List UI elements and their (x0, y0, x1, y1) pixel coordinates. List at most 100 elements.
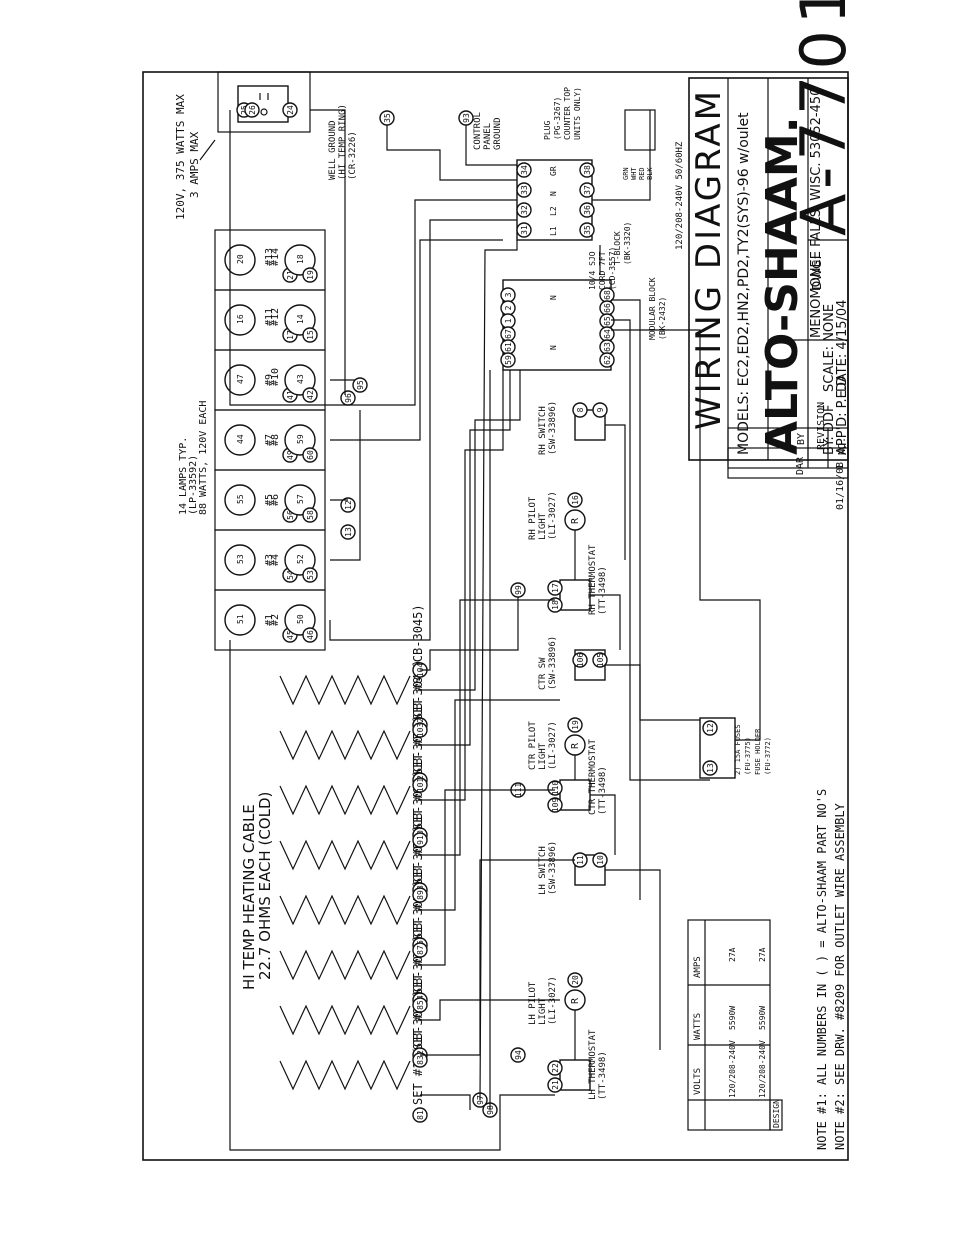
terminal-number: 45 (286, 630, 295, 640)
terminal-number: 13 (706, 763, 715, 773)
t-block-line-label: L2 (549, 206, 558, 216)
lh-switch-label-line-1: (SW-33896) (548, 841, 558, 895)
lamp-bulb (224, 304, 256, 336)
terminal-circle (547, 797, 563, 813)
terminal-circle (547, 580, 563, 596)
lamp-bulb (284, 604, 316, 636)
wire (590, 794, 616, 855)
lamp-terminal-a: 50 (296, 614, 305, 624)
terminal-circle (702, 720, 718, 736)
terminal-number: 106 (576, 653, 585, 668)
modular-top-terminal: 59 (500, 352, 516, 368)
lamp-terminal-b: 53 (302, 567, 318, 583)
wire (229, 110, 517, 406)
cord-label-line-1: CORD 7FT (598, 251, 607, 290)
heating-terminal-a: 91 (412, 832, 428, 848)
heating-terminal-a: 103 (412, 722, 428, 738)
fuse-terminal: 13 (702, 760, 718, 776)
heating-set-label: SET #8 (CB-3045) (411, 604, 425, 720)
wire (479, 240, 518, 1101)
wire (465, 125, 517, 166)
terminal-circle (244, 102, 260, 118)
spec-amps-0: 27A (728, 947, 737, 962)
wire (611, 319, 710, 781)
terminal-number: 22 (551, 1063, 560, 1073)
terminal-number: 2 (504, 305, 513, 310)
terminal-circle (412, 1052, 428, 1068)
terminal-circle (702, 760, 718, 776)
terminal-number: 13 (344, 527, 353, 537)
terminal-number: 56 (286, 510, 295, 520)
control-ground-label-line-2: GROUND (493, 117, 503, 150)
outlet-ground-hole (260, 108, 268, 116)
terminal-number: 24 (286, 105, 295, 115)
terminal-circle (599, 352, 615, 368)
lamp-terminal-b: 46 (302, 627, 318, 643)
terminal-number: 85 (416, 1000, 425, 1010)
terminal-number: 41 (286, 390, 295, 400)
plug-label-line-2: COUNTER TOP (563, 87, 572, 140)
terminal-circle (302, 387, 318, 403)
ctr-switch-label-line-0: CTR SW (538, 657, 548, 690)
terminal-circle (412, 887, 428, 903)
location-label: MENOMONEE FALLS, WISC. 53052-450 (809, 88, 824, 338)
lh-pilot-glyph: R (570, 997, 581, 1004)
lh-thermostat-terminal: 21 (547, 1077, 563, 1093)
misc-terminal: 12 (340, 497, 356, 513)
terminal-number: 19 (306, 270, 315, 280)
terminal-number: 49 (286, 450, 295, 460)
wire (605, 424, 626, 560)
wire (329, 219, 517, 641)
wire (229, 640, 555, 1151)
lamp-terminal-a: 55 (236, 494, 245, 504)
t-block-top-terminal: 31 (516, 222, 532, 238)
date-label: DATE: 4/15/04 (835, 300, 850, 392)
terminal-number: 20 (571, 975, 580, 985)
plug-label-line-3: UNITS ONLY) (573, 87, 582, 140)
lamp-terminal-a: 43 (296, 374, 305, 384)
drawing-border (142, 71, 849, 1161)
terminal-number: 36 (583, 205, 592, 215)
heating-cable-label-2: 22.7 OHMS EACH (COLD) (256, 792, 274, 980)
well-ground-label-line-0: WELL GROUND (328, 120, 338, 180)
lamp-bulb (284, 544, 316, 576)
plug-label-line-0: PLUG (543, 121, 552, 140)
spec-watts-0: 5590W (728, 1006, 737, 1030)
terminal-number: 91 (416, 835, 425, 845)
terminal-circle (516, 202, 532, 218)
lamp-terminal-a: 59 (296, 434, 305, 444)
wire-color-label: GRN (622, 167, 630, 180)
ctr-thermostat-label-line-0: CTR THERMOSTAT (588, 739, 598, 815)
heating-terminal-a: 81 (412, 1107, 428, 1123)
t-block-top-terminal: 32 (516, 202, 532, 218)
lamp-bulb (284, 304, 316, 336)
terminal-circle (500, 352, 516, 368)
terminal-circle (282, 102, 298, 118)
t-block-top-terminal: 33 (516, 182, 532, 198)
terminal-circle (412, 997, 428, 1013)
lh-thermostat (559, 1059, 591, 1091)
lamp-number: #11 (264, 308, 275, 326)
terminal-number: 35 (583, 225, 592, 235)
lamp-terminal-a: 44 (236, 434, 245, 444)
cord-label-line-0: 10/4 SJO (588, 251, 597, 290)
control-ground-label-line-0: CONTROL (473, 112, 483, 150)
terminal-number: 103 (416, 723, 425, 738)
lamps-label-2: (LP-33592) (188, 455, 199, 515)
terminal-number: 54 (286, 570, 295, 580)
terminal-number: 99 (514, 585, 523, 595)
heating-coil (279, 949, 411, 981)
plug-label-line-1: (PG-3267) (553, 97, 562, 140)
terminal-number: 18 (551, 600, 560, 610)
heating-set-label: SET #1 (CB-3045) (411, 989, 425, 1105)
heating-cable-label-1: HI TEMP HEATING CABLE (240, 804, 258, 990)
terminal-circle (516, 182, 532, 198)
by-label: BY: DDF (822, 405, 837, 455)
terminal-number: 8 (576, 407, 585, 412)
modular-n-label: N (549, 345, 558, 350)
terminal-circle (547, 1077, 563, 1093)
terminal-number: 105 (596, 653, 605, 668)
t-block-bottom-terminal: 36 (579, 202, 595, 218)
note-2: NOTE #2: SEE DRW. #8209 FOR OUTLET WIRE … (833, 802, 847, 1150)
